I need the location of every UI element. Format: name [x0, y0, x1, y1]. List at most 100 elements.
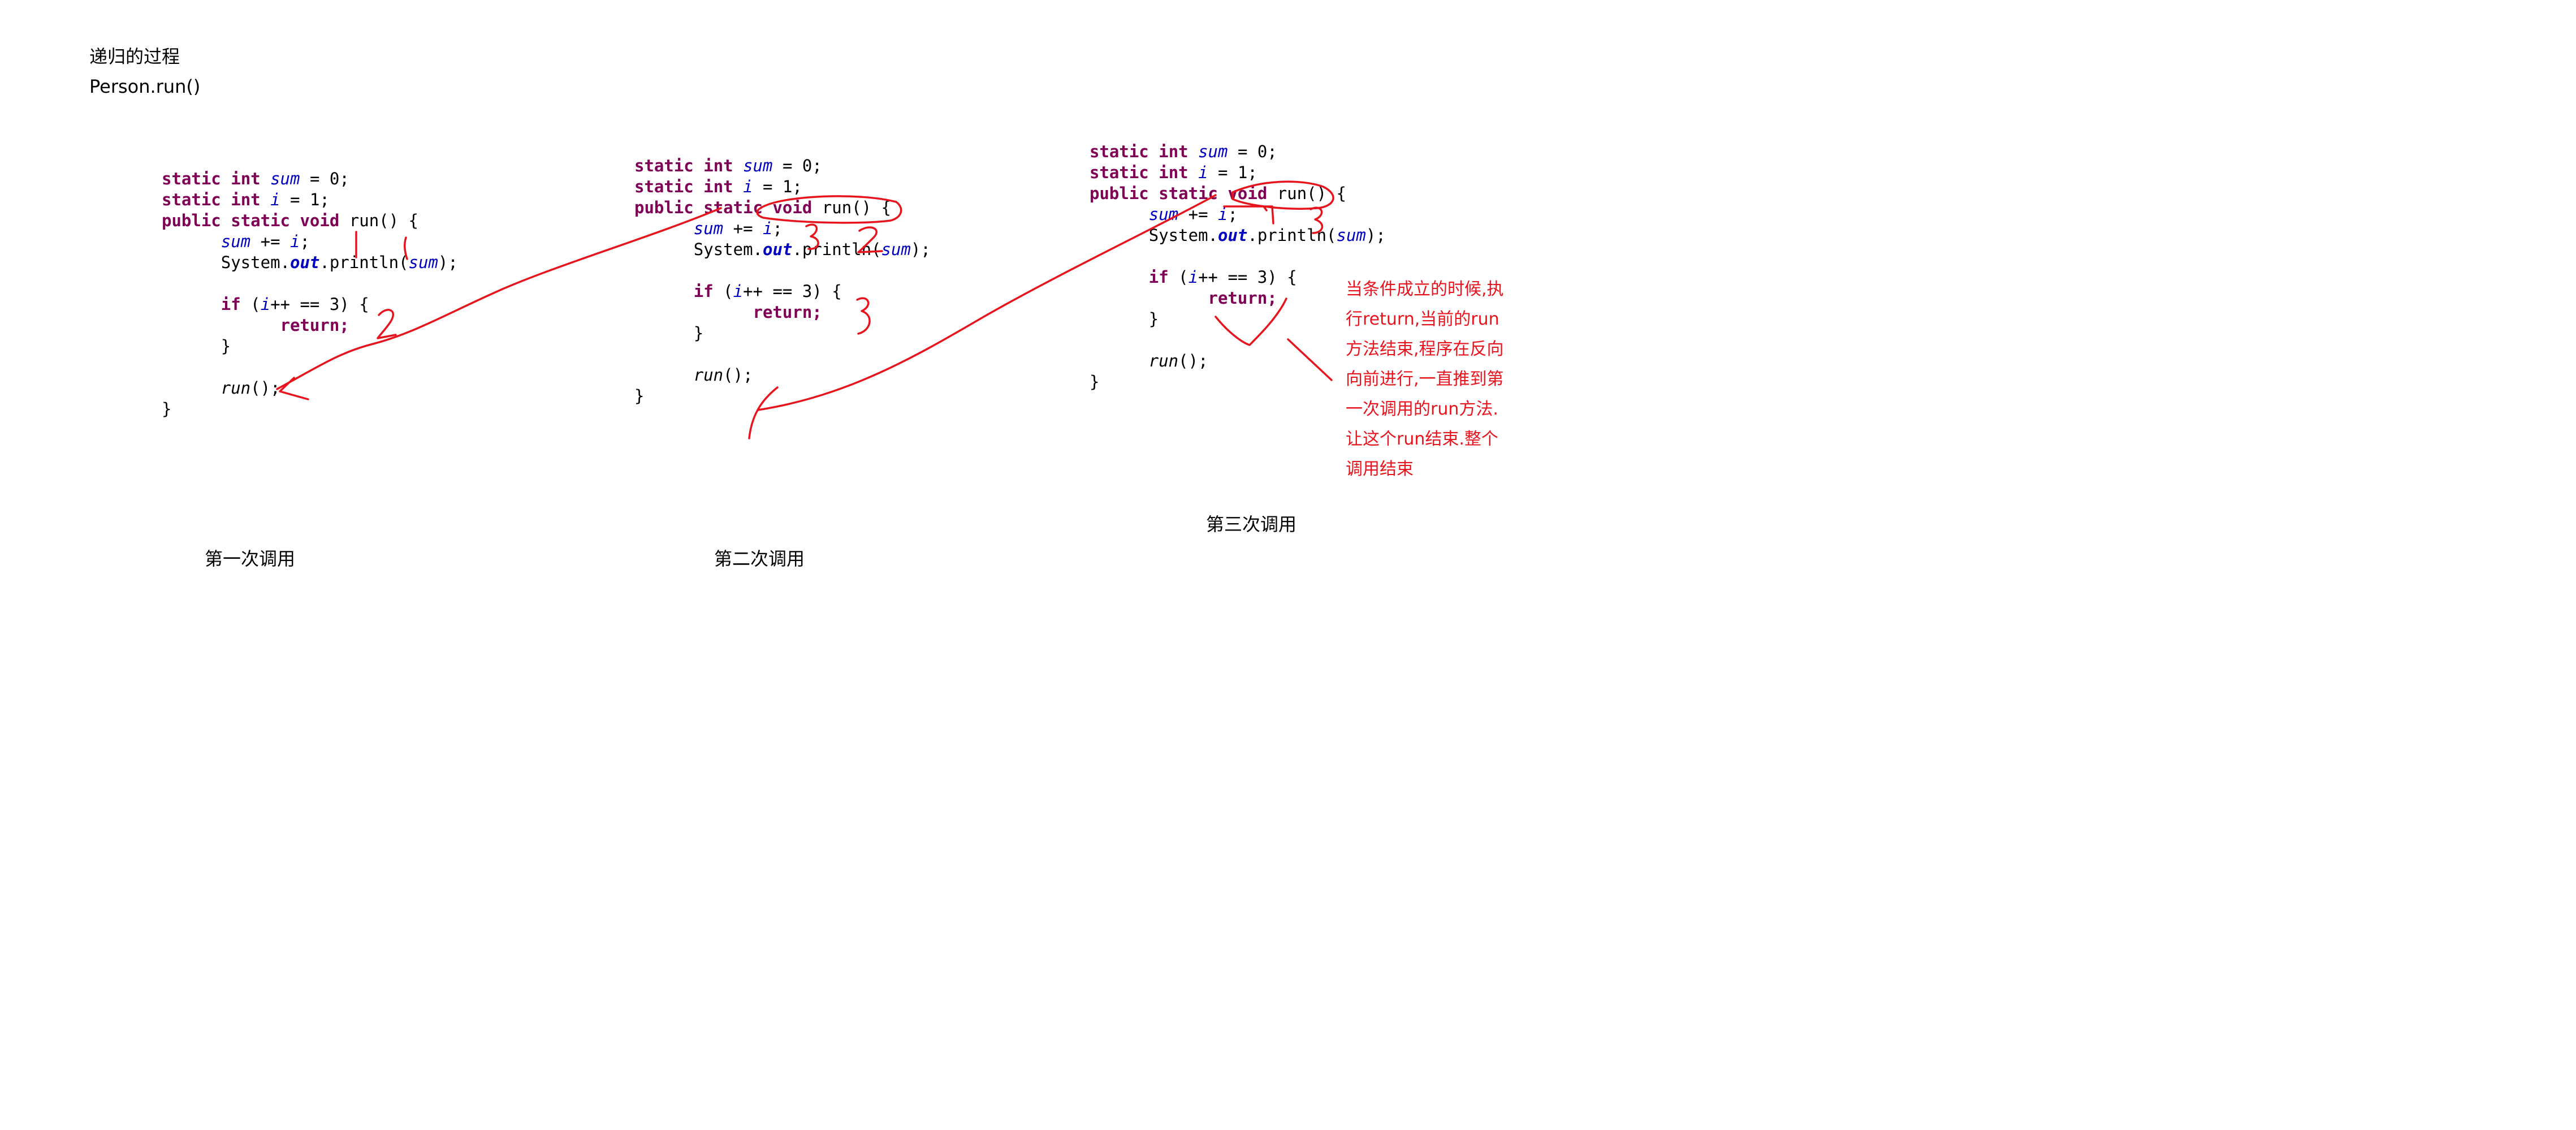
code-text: ); — [910, 240, 931, 259]
code-text: = 1; — [1208, 163, 1257, 182]
code-text: .println( — [319, 253, 409, 272]
code-line: } — [1090, 372, 1386, 393]
code-text: = 0; — [1228, 142, 1277, 161]
code-text: run() { — [1267, 184, 1346, 203]
caption-third-call: 第三次调用 — [1206, 514, 1297, 535]
tick-first-call-sum — [404, 236, 408, 260]
code-field: out — [762, 240, 793, 259]
code-text: System. — [693, 240, 763, 259]
code-field: i — [1198, 163, 1208, 182]
note-line: 向前进行,一直推到第 — [1346, 369, 1504, 389]
code-line: sum += i; — [1090, 204, 1386, 225]
code-keyword: return; — [280, 316, 349, 335]
code-field: sum — [1336, 226, 1366, 245]
pointer-line-note — [1287, 338, 1333, 381]
code-text: ; — [300, 232, 310, 251]
code-text: ); — [438, 253, 458, 272]
code-line: } — [1090, 309, 1386, 330]
code-field: sum — [221, 232, 251, 251]
note-line: 行return,当前的run — [1346, 309, 1499, 329]
code-keyword: public — [634, 198, 694, 217]
note-line: 调用结束 — [1346, 459, 1414, 479]
code-block-first-call: static int sum = 0;static int i = 1;publ… — [162, 169, 458, 420]
code-text: ; — [1228, 205, 1238, 224]
code-line: return; — [162, 315, 458, 336]
code-text: } — [162, 399, 172, 419]
code-keyword: void — [300, 211, 340, 230]
code-method-call: run — [221, 378, 251, 398]
page-title: 递归的过程 — [89, 46, 180, 67]
code-text: ); — [1365, 226, 1386, 245]
arrow-first-call — [276, 207, 722, 400]
code-keyword: static — [634, 177, 694, 196]
digit-2-first-call — [377, 309, 397, 339]
digit-3-third-call — [1309, 206, 1324, 234]
code-text: (); — [250, 378, 280, 398]
code-keyword: if — [693, 282, 714, 301]
code-text: ( — [240, 295, 261, 314]
code-line: System.out.println(sum); — [162, 252, 458, 273]
code-text: } — [634, 386, 645, 406]
code-text: = 0; — [772, 156, 822, 175]
code-line: static int i = 1; — [1090, 162, 1386, 183]
code-text: ++ == 3) { — [270, 295, 369, 314]
digit-3-second-call-b — [856, 297, 871, 335]
code-keyword: static — [1090, 142, 1149, 161]
code-line: static int sum = 0; — [162, 169, 458, 189]
code-keyword: return; — [1208, 288, 1277, 308]
circle-third-call-run — [1231, 180, 1334, 210]
code-field: sum — [693, 219, 724, 238]
code-method-call: run — [1148, 351, 1179, 370]
code-line: return; — [634, 302, 931, 323]
arrow-second-call — [748, 194, 1217, 439]
code-text: ( — [713, 282, 733, 301]
code-field: i — [1188, 268, 1199, 287]
note-line: 让这个run结束.整个 — [1346, 429, 1498, 449]
digit-3-second-call-a — [805, 223, 819, 250]
code-line: static int i = 1; — [162, 189, 458, 210]
code-keyword: return; — [753, 303, 822, 322]
bracket-third-call-i — [1223, 205, 1274, 225]
code-text: System. — [1148, 226, 1218, 245]
code-field: out — [289, 253, 320, 272]
code-text: } — [1148, 309, 1159, 329]
code-keyword: static — [162, 169, 221, 188]
code-text: = 1; — [753, 177, 802, 196]
code-line: if (i++ == 3) { — [1090, 267, 1386, 288]
code-method-call: run — [693, 365, 724, 385]
code-text: run() { — [812, 198, 891, 217]
code-field: sum — [881, 240, 911, 259]
code-block-second-call: static int sum = 0;static int i = 1;publ… — [634, 156, 931, 407]
check-third-call-return — [1214, 297, 1287, 346]
note-line: 当条件成立的时候,执 — [1346, 279, 1504, 299]
code-keyword: if — [1148, 268, 1169, 287]
code-field: sum — [1148, 205, 1179, 224]
code-text: += — [250, 232, 290, 251]
code-line: if (i++ == 3) { — [634, 281, 931, 302]
code-keyword: static — [1090, 163, 1149, 182]
code-line: run(); — [1090, 351, 1386, 372]
code-text: = 1; — [280, 190, 330, 209]
code-text: .println( — [792, 240, 881, 259]
code-line: sum += i; — [634, 218, 931, 239]
code-field: i — [763, 219, 773, 238]
code-field: i — [290, 232, 300, 251]
code-line: run(); — [162, 378, 458, 399]
code-text: = 0; — [300, 169, 349, 188]
code-text: (); — [723, 365, 753, 385]
code-text: } — [693, 324, 704, 343]
code-text: ( — [1168, 268, 1188, 287]
code-text: ++ == 3) { — [1198, 268, 1297, 287]
code-line: sum += i; — [162, 231, 458, 252]
code-line: static int i = 1; — [634, 176, 931, 197]
code-text: } — [221, 337, 231, 356]
code-keyword: int — [1159, 142, 1188, 161]
digit-2-second-call — [857, 226, 883, 253]
code-field: i — [733, 282, 744, 301]
code-keyword: static — [162, 190, 221, 209]
code-line: if (i++ == 3) { — [162, 294, 458, 315]
code-keyword: public — [1090, 184, 1149, 203]
code-keyword: int — [231, 190, 261, 209]
code-line: public static void run() { — [162, 210, 458, 231]
